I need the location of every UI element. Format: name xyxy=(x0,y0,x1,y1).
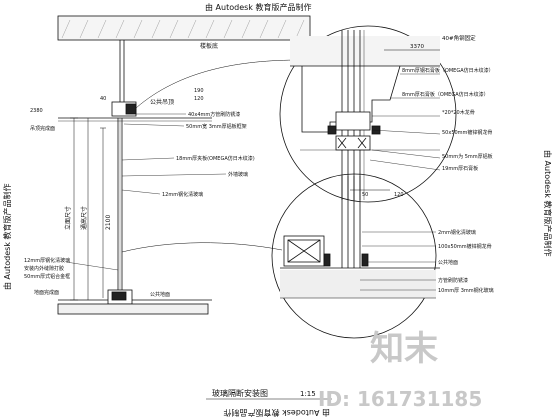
label-member3: 18mm厚夹板(OMEGA仿日木纹漆) xyxy=(176,155,255,162)
callout-top xyxy=(135,59,301,109)
leader-member2 xyxy=(123,123,185,127)
top-label-6: 19mm厚石膏板 xyxy=(442,165,478,172)
section-elevation xyxy=(57,15,311,315)
top-block xyxy=(335,135,371,151)
ceiling-slab xyxy=(57,15,311,41)
bottom-label-3: 公共地面 xyxy=(438,259,458,266)
label-vertical-dim2: 通高尺寸 xyxy=(80,206,88,230)
top-label-2: 8mm厚石膏板（OMEGA仿日木纹漆） xyxy=(402,91,489,98)
bottom-detail-circle xyxy=(271,173,437,339)
label-2380: 2380 xyxy=(30,108,43,114)
bottom-detail xyxy=(271,173,440,339)
label-190: 190 xyxy=(194,88,204,94)
leader-member4 xyxy=(121,189,161,195)
label-member2: 50mm宽 3mm厚铝板框架 xyxy=(186,123,247,130)
drawing-scale: 1:15 xyxy=(300,390,316,398)
top-detail-circle xyxy=(279,25,457,203)
site-id: ID: 161731185 xyxy=(318,387,482,411)
watermark-left: 由 Autodesk 教育版产品制作 xyxy=(2,184,12,290)
top-label-4: 50x50mm镀锌钢龙骨 xyxy=(442,129,492,136)
label-public-ceiling: 公共吊顶 xyxy=(150,98,174,106)
top-label-3: *20*20木龙骨 xyxy=(442,109,475,116)
bottom-label-5: 10mm厚 3mm钢化玻璃 xyxy=(438,287,494,294)
label-glass-note2: 安装内外缝隙打胶 xyxy=(24,265,64,272)
leader-member5 xyxy=(121,173,227,177)
bottom-label-1: 2mm钢化清玻璃 xyxy=(438,229,476,236)
bottom-label-2: 100x50mm镀锌钢龙骨 xyxy=(438,243,492,250)
label-floor-right: 公共地面 xyxy=(150,291,170,298)
label-vertical-dim: 立面尺寸 xyxy=(64,206,72,230)
label-floor: 地面完成面 xyxy=(34,289,59,296)
label-2100: 2100 xyxy=(105,215,112,230)
top-detail xyxy=(279,25,457,203)
bottom-floor xyxy=(280,270,436,298)
drawing-title: 玻璃隔断安装图 xyxy=(212,388,268,398)
top-label-1: 8mm厚钢石膏板（OMEGA仿日木纹漆） xyxy=(402,67,494,74)
label-member1: 40x4mm方管刷防锈漆 xyxy=(188,111,240,118)
site-logo: 知末 xyxy=(370,329,438,369)
top-dim-3370: 3370 xyxy=(410,44,424,50)
leader-member3 xyxy=(121,157,175,161)
label-120: 120 xyxy=(194,96,204,102)
ceiling-bracket xyxy=(125,103,137,115)
label-glass-note3: 50mm厚式铝合金框 xyxy=(24,273,70,280)
leader-glass-note xyxy=(65,261,119,271)
watermark-right: 由 Autodesk 教育版产品制作 xyxy=(543,150,553,256)
callout-bottom xyxy=(121,242,283,253)
top-dim-50: 50 xyxy=(362,192,368,198)
watermark-top: 由 Autodesk 教育版产品制作 xyxy=(205,2,311,12)
label-member5: 外墙玻璃 xyxy=(228,171,248,178)
label-member4: 12mm钢化清玻璃 xyxy=(162,191,203,198)
slab-hatch xyxy=(61,19,305,39)
top-label-top: 40#角钢固定 xyxy=(442,34,476,42)
watermark-bottom: 由 Autodesk 教育版产品制作 xyxy=(224,408,330,418)
label-ceiling-line: 吊顶完成面 xyxy=(30,125,55,132)
top-dim-120: 120 xyxy=(394,192,404,198)
label-40: 40 xyxy=(100,96,106,102)
floor-slab xyxy=(57,303,209,315)
top-label-5: 50mm为 5mm厚铝板 xyxy=(442,153,493,160)
top-steel-box xyxy=(335,111,371,131)
bottom-label-4: 方管刷防锈漆 xyxy=(438,277,468,284)
label-ceiling: 楼板底 xyxy=(200,42,218,50)
label-glass-note1: 12mm厚钢化清玻璃 xyxy=(24,257,70,264)
